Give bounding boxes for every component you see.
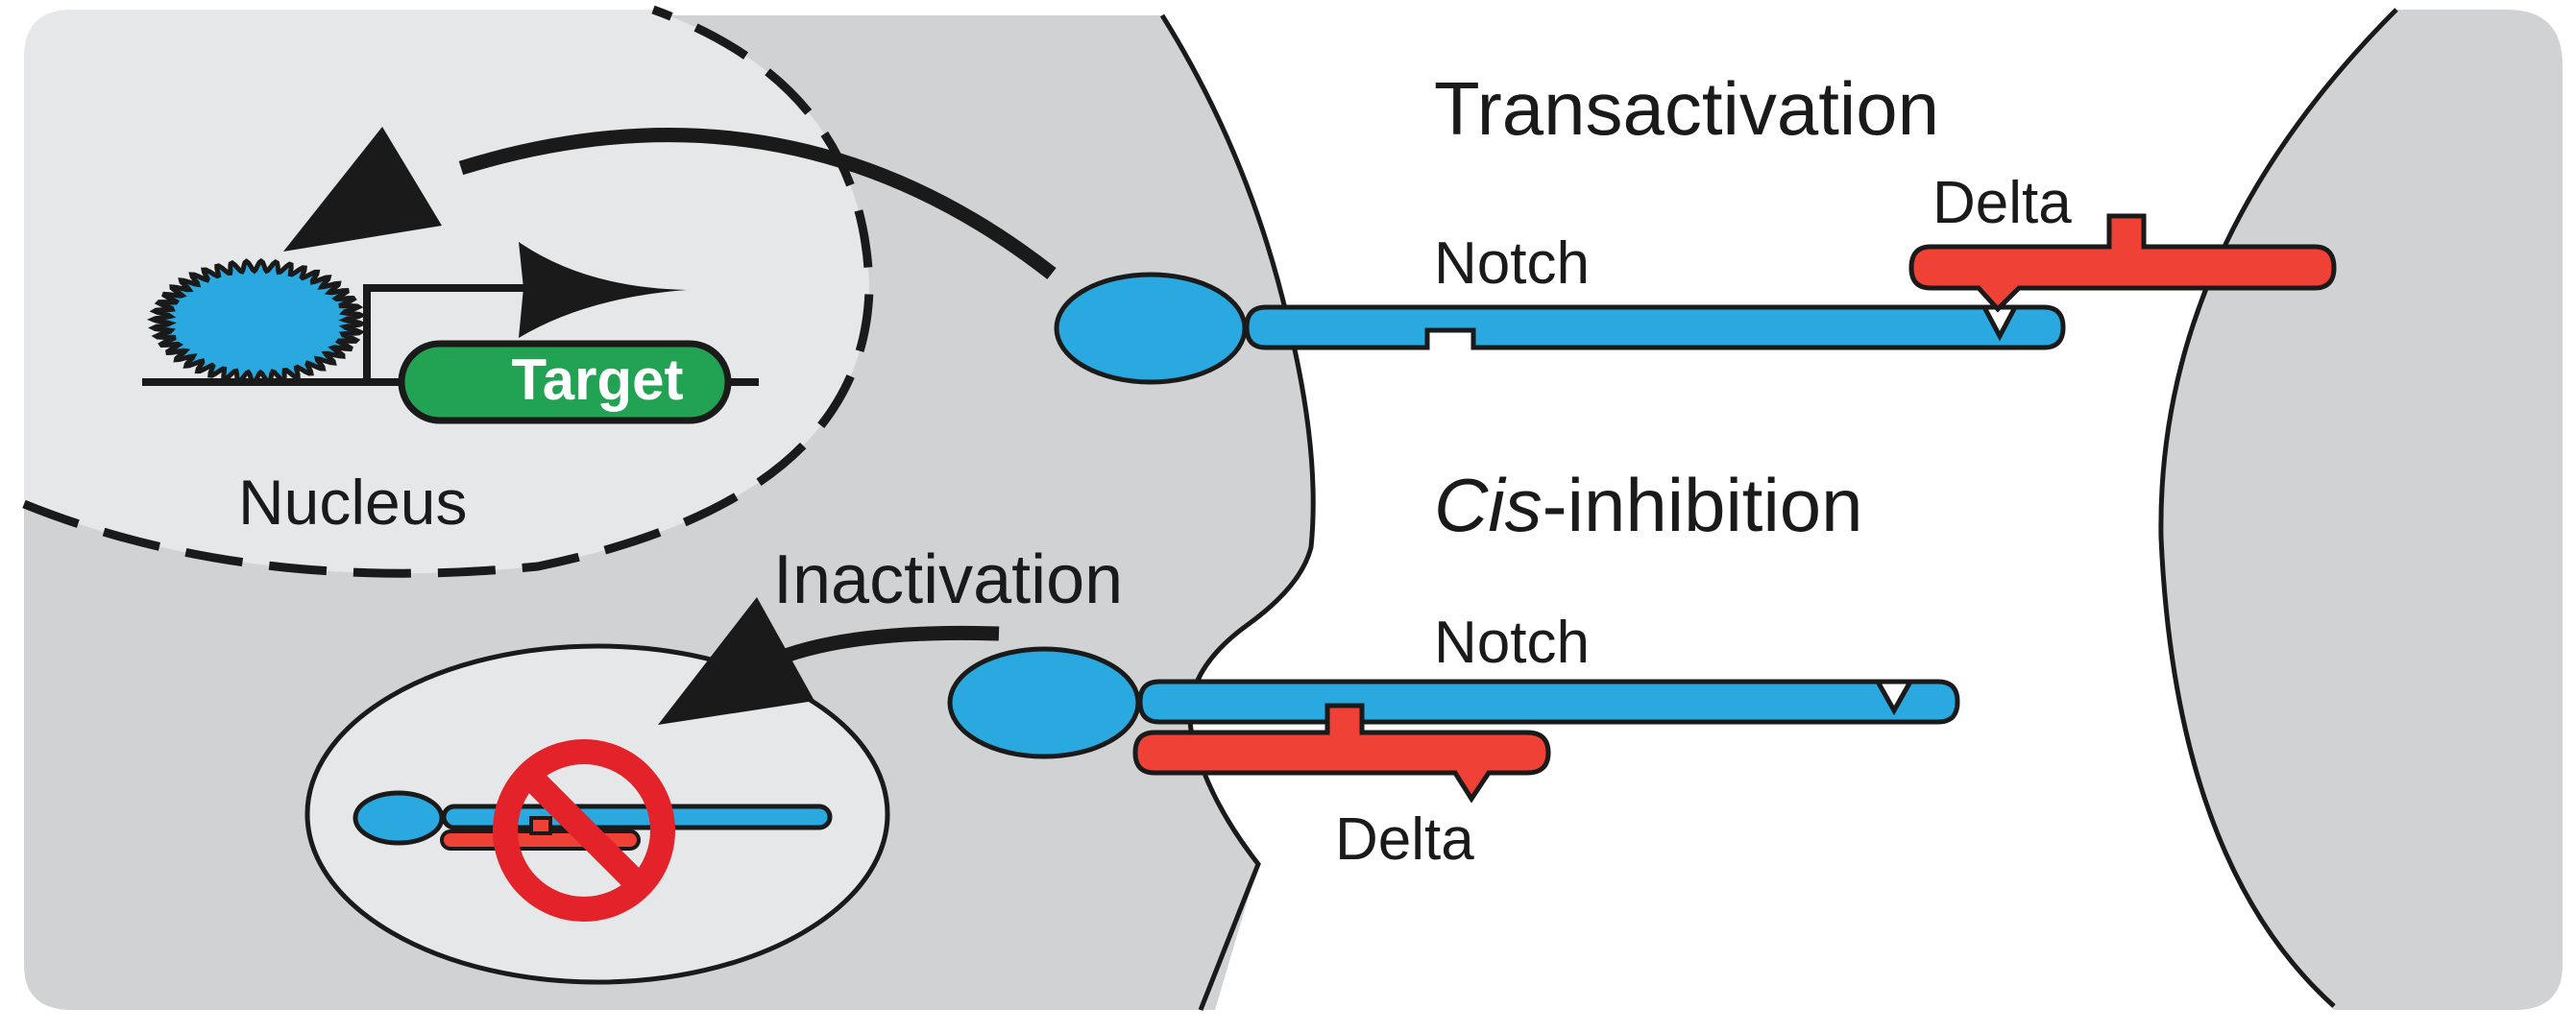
top-delta-label: Delta <box>1932 170 2072 236</box>
right-cell <box>2158 8 2563 1010</box>
prohibited-icon <box>493 739 675 922</box>
target-label: Target <box>512 348 684 412</box>
bottom-delta-body <box>1132 703 1551 804</box>
transactivation-arrowhead <box>283 127 442 252</box>
inactivation-vesicle <box>304 643 890 985</box>
cis-suffix: -inhibition <box>1543 463 1863 547</box>
inactivation-arrow: Inactivation <box>658 541 1123 725</box>
inactivation-label: Inactivation <box>773 541 1123 618</box>
bottom-notch-stalk <box>1137 679 1960 725</box>
top-notch-receptor: Notch <box>1054 230 2066 385</box>
inactivation-arrowhead <box>658 597 814 725</box>
cis-prefix: Cis <box>1434 463 1543 547</box>
bottom-notch-label: Notch <box>1434 610 1590 676</box>
bottom-notch-head <box>947 646 1141 759</box>
prohibited-ring <box>493 739 675 922</box>
bottom-delta-label: Delta <box>1335 806 1474 873</box>
bottom-notch-notch-cut <box>1873 679 1915 716</box>
target-gene: Target <box>142 242 759 424</box>
transactivation-arrow <box>283 127 1057 279</box>
top-delta-body <box>1908 213 2337 313</box>
nucleus-label: Nucleus <box>238 467 467 538</box>
top-notch-label: Notch <box>1434 230 1590 297</box>
transcription-factor-complex <box>146 257 369 386</box>
top-delta-ligand: Delta <box>1908 170 2337 313</box>
mini-delta-bump <box>529 816 552 835</box>
top-notch-head <box>1054 272 1248 385</box>
transactivation-arrow-shaft <box>458 128 1057 279</box>
bottom-delta-ligand: Delta <box>1132 703 1551 873</box>
top-notch-stalk <box>1244 304 2066 350</box>
target-gene-box <box>398 340 732 424</box>
right-cell-body <box>2160 10 2563 1010</box>
arrow-right-icon <box>519 242 687 338</box>
transactivation-label: Transactivation <box>1434 66 1939 151</box>
prohibited-slash <box>519 765 649 896</box>
right-cell-membrane <box>2158 8 2398 1008</box>
mini-notch-head <box>352 790 445 846</box>
nucleus-dashed-envelope <box>22 5 874 578</box>
promoter-bracket <box>363 284 538 382</box>
cis-inhibition-label: Cis-inhibition <box>1434 463 1863 547</box>
